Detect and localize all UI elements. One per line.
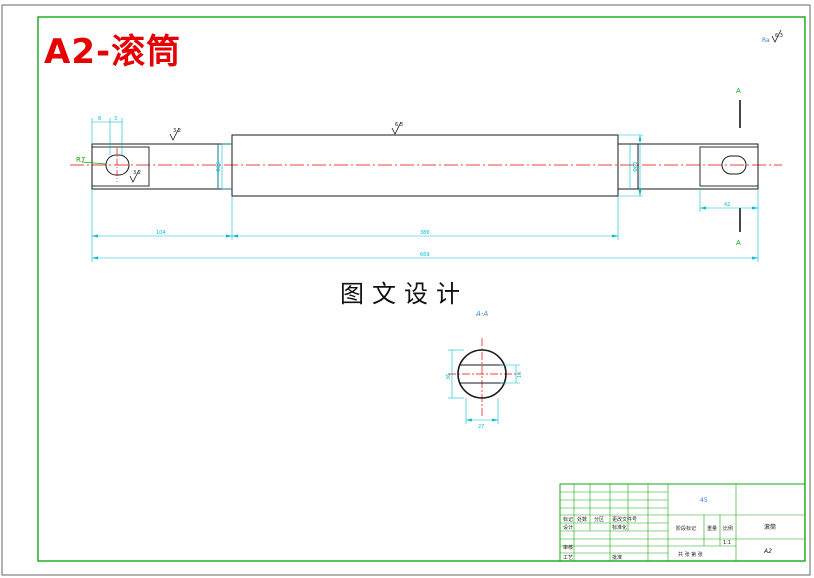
tb-sheet: 共 张 第 张 [678, 551, 703, 558]
r7-leader [81, 161, 107, 165]
dim-left-1: 8 [98, 116, 101, 122]
tb-header-1: 处数 [577, 516, 587, 523]
tb-standard: 标准化 [612, 524, 627, 531]
dim-left-len: 104 [156, 230, 166, 236]
titleblock-grid [560, 484, 805, 561]
cut-label-top: A [736, 87, 741, 95]
right-slot-frame [699, 146, 759, 187]
left-roughness: 3.2 [173, 128, 181, 134]
dim-section-h: 36 [446, 374, 452, 380]
dim-left-2: 3 [114, 116, 117, 122]
dim-arrows [92, 135, 758, 260]
dim-right-slot: 42 [724, 202, 730, 208]
inner-frame [37, 16, 806, 562]
left-slot [105, 154, 130, 176]
tb-weight: 重量 [707, 525, 717, 532]
left-slot-frame [91, 146, 150, 187]
outer-border [1, 4, 811, 576]
tb-design: 设计 [563, 524, 573, 531]
left-hole-roughness: 3.2 [133, 170, 141, 176]
section-circle [457, 349, 507, 399]
main-view [70, 29, 782, 262]
section-label: A-A [475, 310, 488, 318]
tb-header-0: 标记 [563, 516, 573, 523]
tb-part-name: 滚筒 [764, 523, 776, 531]
dim-drum-len: 386 [420, 230, 430, 236]
left-radius-label: R7 [76, 156, 85, 164]
dim-small-dia: Φ25 [216, 162, 222, 172]
watermark-text: 图文设计 [338, 274, 470, 309]
cut-label-bottom: A [736, 239, 741, 247]
dim-section-key: 15 [517, 372, 523, 378]
tb-scale-value: 1:1 [723, 540, 731, 546]
section-arrows [466, 418, 498, 422]
dim-big-dia: Φ60 [633, 162, 639, 172]
right-shaft [637, 143, 759, 190]
tb-scale: 比例 [723, 525, 733, 532]
tb-header-2: 分区 [594, 516, 604, 523]
section-dims [448, 349, 520, 424]
tb-audit: 审核 [563, 544, 573, 551]
tb-material: 45 [700, 497, 708, 504]
titleblock-frame [559, 483, 806, 562]
drum-body [231, 134, 619, 197]
page-title: A2-滚筒 [44, 32, 182, 72]
dimensions [91, 118, 759, 262]
dim-total-len: 669 [420, 252, 430, 258]
global-roughness-label: Ra [762, 37, 770, 44]
section-view [448, 338, 520, 424]
title-block [559, 483, 806, 562]
shaft-roughness: 6.3 [395, 122, 403, 128]
right-slot [721, 155, 747, 175]
tb-drawing-no: A2 [763, 548, 772, 555]
roughness-symbols [129, 29, 782, 183]
tb-approve: 批准 [612, 554, 622, 561]
tb-process: 工艺 [563, 555, 573, 561]
dim-section-w: 27 [478, 424, 484, 430]
tb-header-3: 更改文件号 [612, 516, 637, 523]
left-shaft [91, 143, 219, 190]
tb-stage: 阶段标记 [676, 525, 696, 532]
global-roughness-value: 6.3 [775, 33, 783, 39]
